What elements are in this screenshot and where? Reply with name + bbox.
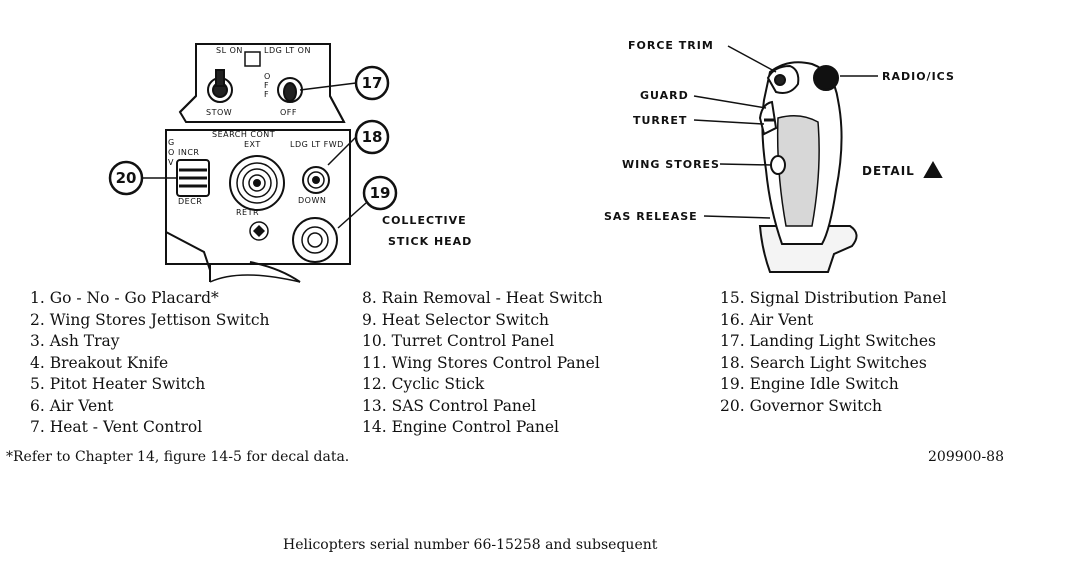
legend-item: 18. Search Light Switches bbox=[720, 353, 927, 372]
ldg-lt-fwd-label: LDG LT FWD bbox=[290, 140, 344, 149]
off-label: OFF bbox=[280, 108, 297, 117]
force-trim-label: FORCE TRIM bbox=[628, 39, 714, 52]
legend-item: 20. Governor Switch bbox=[720, 396, 883, 415]
legend-item: 2. Wing Stores Jettison Switch bbox=[30, 310, 270, 329]
off-vertical-label: O F F bbox=[264, 72, 271, 99]
legend-item: 12. Cyclic Stick bbox=[362, 375, 485, 393]
legend-item: 8. Rain Removal - Heat Switch bbox=[362, 289, 603, 307]
legend-item: 14. Engine Control Panel bbox=[362, 418, 559, 436]
engine-idle-switch bbox=[292, 217, 338, 263]
down-label: DOWN bbox=[298, 196, 327, 205]
guard-label: GUARD bbox=[640, 89, 689, 102]
gov-label: G O V bbox=[168, 138, 175, 167]
legend-item: 7. Heat - Vent Control bbox=[30, 418, 203, 436]
collective-caption-line1: COLLECTIVE bbox=[382, 214, 467, 227]
legend-column-3: 15. Signal Distribution Panel 16. Air Ve… bbox=[720, 288, 947, 417]
collective-caption-line2: STICK HEAD bbox=[388, 235, 473, 248]
legend-item: 1. Go - No - Go Placard* bbox=[30, 289, 219, 307]
ldg-lt-on-label: LDG LT ON bbox=[264, 46, 311, 55]
legend-item: 16. Air Vent bbox=[720, 310, 814, 329]
sas-release-label: SAS RELEASE bbox=[604, 210, 698, 223]
cyclic-grip bbox=[693, 45, 943, 273]
stow-label: STOW bbox=[206, 108, 233, 117]
legend-item: 13. SAS Control Panel bbox=[362, 396, 537, 415]
callout-17: 17 bbox=[361, 74, 383, 92]
legend-column-1: 1. Go - No - Go Placard* 2. Wing Stores … bbox=[30, 288, 270, 439]
ext-label: EXT bbox=[244, 140, 261, 149]
retr-label: RETR bbox=[236, 208, 260, 217]
radio-ics-label: RADIO/ICS bbox=[882, 70, 955, 83]
legend-item: 17. Landing Light Switches bbox=[720, 332, 936, 350]
detail-label: DETAIL bbox=[862, 164, 915, 178]
legend-item: 19. Engine Idle Switch bbox=[720, 375, 899, 393]
legend-item: 11. Wing Stores Control Panel bbox=[362, 353, 600, 372]
legend-item: 15. Signal Distribution Panel bbox=[720, 289, 947, 307]
search-cont-label: SEARCH CONT bbox=[212, 130, 276, 139]
callout-20: 20 bbox=[115, 169, 137, 187]
turret-label: TURRET bbox=[633, 114, 688, 127]
legend-item: 9. Heat Selector Switch bbox=[362, 310, 550, 329]
figure-caption: Helicopters serial number 66-15258 and s… bbox=[283, 537, 658, 553]
incr-label: INCR bbox=[178, 148, 200, 157]
legend-item: 4. Breakout Knife bbox=[30, 353, 169, 372]
figure-number: 209900-88 bbox=[928, 449, 1004, 465]
callout-18: 18 bbox=[361, 128, 383, 146]
collective-stick-head bbox=[108, 43, 398, 283]
footnote: *Refer to Chapter 14, figure 14-5 for de… bbox=[6, 449, 350, 465]
legend-item: 3. Ash Tray bbox=[30, 332, 120, 350]
legend-item: 6. Air Vent bbox=[30, 396, 114, 415]
sl-on-label: SL ON bbox=[216, 46, 243, 55]
legend-item: 10. Turret Control Panel bbox=[362, 332, 555, 350]
legend-item: 5. Pitot Heater Switch bbox=[30, 375, 206, 393]
callout-19: 19 bbox=[369, 184, 391, 202]
wing-stores-label: WING STORES bbox=[622, 158, 720, 171]
legend-column-2: 8. Rain Removal - Heat Switch 9. Heat Se… bbox=[362, 288, 603, 439]
decr-label: DECR bbox=[178, 197, 203, 206]
